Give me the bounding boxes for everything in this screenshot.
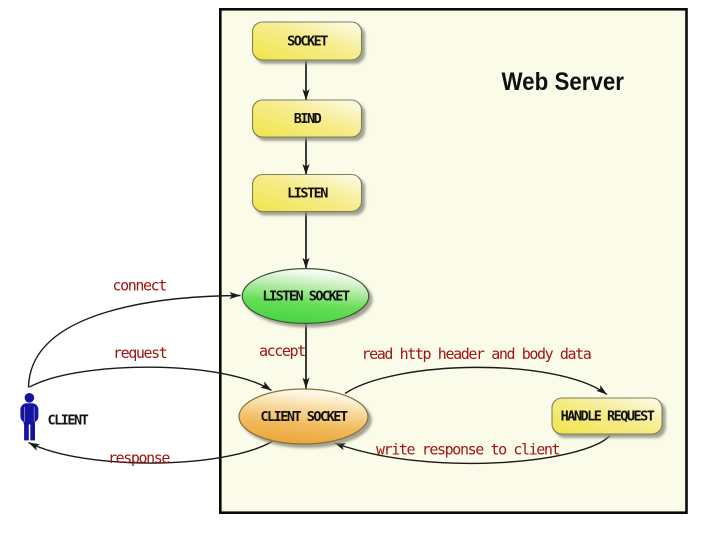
node-handle-request: HANDLE REQUEST (551, 397, 663, 435)
arrow-request (29, 366, 272, 392)
edge-label-write: write response to client (376, 441, 560, 459)
node-listen-socket-label: LISTEN SOCKET (262, 289, 350, 305)
node-socket-label: SOCKET (287, 34, 328, 50)
edge-label-connect: connect (113, 277, 167, 295)
client-actor-label: CLIENT (48, 413, 89, 429)
web-server-title: Web Server (502, 68, 625, 96)
arrow-write (334, 435, 611, 465)
node-listen: LISTEN (251, 173, 363, 213)
client-icon (20, 393, 39, 441)
node-socket: SOCKET (251, 21, 363, 61)
edge-label-accept: accept (259, 342, 305, 360)
arrow-connect (27, 291, 241, 388)
node-client-socket: CLIENT SOCKET (238, 388, 369, 445)
node-bind-label: BIND (294, 111, 322, 127)
node-client-socket-label: CLIENT SOCKET (260, 409, 348, 425)
node-bind: BIND (251, 99, 363, 138)
arrow-read (344, 366, 608, 396)
arrow-response (28, 440, 273, 464)
node-handle-request-label: HANDLE REQUEST (561, 409, 655, 425)
edge-label-read: read http header and body data (362, 345, 591, 363)
node-listen-socket: LISTEN SOCKET (241, 268, 370, 325)
edge-label-request: request (113, 344, 167, 362)
edge-label-response: response (108, 449, 170, 467)
node-listen-label: LISTEN (287, 186, 328, 202)
